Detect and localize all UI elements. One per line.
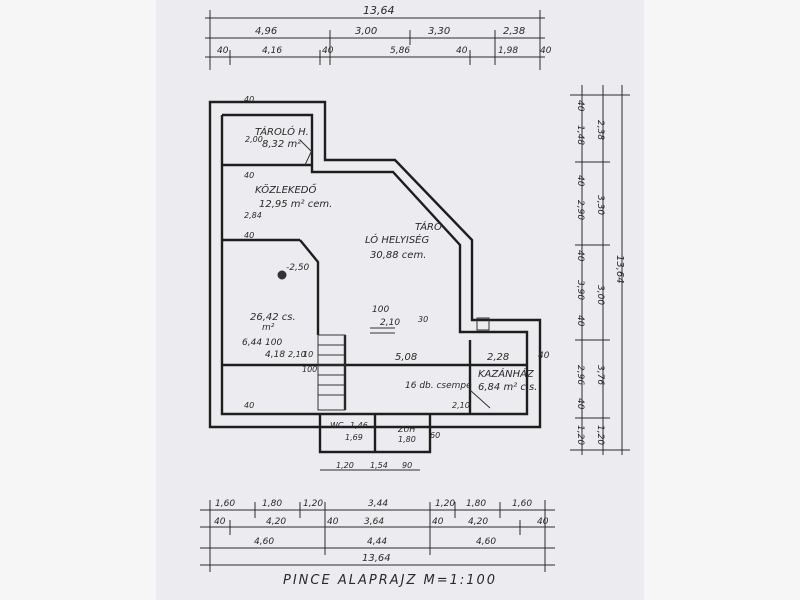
dim-bot-r2-e: 40: [432, 517, 444, 527]
dim-right-c2-d: 3,76: [595, 365, 605, 385]
dim-644: 6,44: [242, 338, 262, 348]
dim-30: 30: [418, 315, 428, 324]
room-kazanhaz-area: 6,84 m² c.s.: [478, 382, 537, 393]
dim-bot-r3-b: 4,44: [367, 537, 387, 547]
dim-40b: 40: [244, 171, 254, 180]
dim-40c: 40: [244, 231, 254, 240]
dim-top-r2-f: 1,98: [498, 46, 518, 56]
dim-90: 90: [402, 461, 412, 470]
dim-40d: 40: [244, 401, 254, 410]
room-kozlekedo-label: KÖZLEKEDŐ: [255, 182, 316, 196]
right-margin: [644, 0, 800, 600]
dim-bot-r2-b: 4,20: [266, 517, 286, 527]
dim-100c: 100: [302, 365, 317, 374]
dim-right-c1-i: 40: [575, 398, 585, 410]
room-big-area: 26,42 cs.: [250, 312, 296, 323]
dim-508: 5,08: [395, 352, 417, 363]
dim-bot-r1-d: 3,44: [368, 499, 388, 509]
dim-40a: 40: [244, 95, 254, 104]
dim-right-c2-a: 2,38: [595, 120, 605, 140]
dim-right-c1-e: 40: [575, 250, 585, 262]
dim-bot-r1-e: 1,20: [435, 499, 455, 509]
dim-180: 1,80: [398, 435, 416, 444]
dim-bot-r2-a: 40: [214, 517, 226, 527]
dim-10: 10: [303, 350, 313, 359]
dim-100b: 100: [265, 338, 282, 348]
paper-sheet: [156, 0, 644, 600]
dim-top-r2-d: 5,86: [390, 46, 410, 56]
dim-right-c1-g: 40: [575, 315, 585, 327]
dim-bot-r1-f: 1,80: [466, 499, 486, 509]
dim-top-total: 13,64: [363, 4, 395, 17]
dim-bot-r3-a: 4,60: [254, 537, 274, 547]
dim-284: 2,84: [244, 211, 262, 220]
dim-right-c2-b: 3,30: [595, 195, 605, 215]
dim-bot-r3-c: 4,60: [476, 537, 496, 547]
dim-210: 2,10: [380, 318, 400, 328]
dim-bot-r2-f: 4,20: [468, 517, 488, 527]
dim-right-c2-e: 1,20: [595, 425, 605, 445]
dim-200: 2,00: [245, 135, 263, 144]
dim-top-r2-e: 40: [456, 46, 468, 56]
dim-top-r2-b: 4,16: [262, 46, 282, 56]
level-mark: -2,50: [286, 263, 310, 273]
dim-154: 1,54: [370, 461, 388, 470]
stair-label: 16 db. csempe: [405, 381, 472, 391]
dim-right-c1-c: 40: [575, 175, 585, 187]
dim-210b: 2,10: [288, 350, 306, 359]
dim-bot-r2-g: 40: [537, 517, 549, 527]
dim-228: 2,28: [487, 352, 509, 363]
dim-146: 1,46: [350, 421, 368, 430]
room-tarolo-area: 8,32 m²: [262, 139, 301, 150]
dim-120: 1,20: [336, 461, 354, 470]
right-dims: 40 1,48 40 2,90 40 3,90 40 2,96 40 1,20 …: [575, 100, 625, 445]
dim-bot-r1-b: 1,80: [262, 499, 282, 509]
dim-418: 4,18: [265, 350, 285, 360]
room-zuh-label: ZUH: [397, 425, 415, 434]
dim-bot-r1-g: 1,60: [512, 499, 532, 509]
dim-top-r2-c: 40: [322, 46, 334, 56]
room-kazanhaz-label: KAZÁNHÁZ: [478, 367, 535, 380]
room-big-area-unit: m²: [262, 323, 275, 333]
dim-bot-r1-c: 1,20: [303, 499, 323, 509]
drawing-title: PINCE ALAPRAJZ M=1:100: [283, 573, 497, 588]
dim-169: 1,69: [345, 433, 363, 442]
dim-top-r2-a: 40: [217, 46, 229, 56]
left-margin: [0, 0, 156, 600]
room-tarolohelyseg-area: 30,88 cem.: [370, 250, 426, 261]
dim-right-c1-h: 2,96: [575, 365, 585, 385]
dim-bot-r1-a: 1,60: [215, 499, 235, 509]
dim-bot-total: 13,64: [362, 553, 391, 564]
dim-top-seg3: 3,30: [428, 26, 450, 37]
dim-right-c1-f: 3,90: [575, 280, 585, 300]
room-tarolohelyseg-label-2: LÓ HELYISÉG: [365, 233, 429, 246]
dim-bot-r2-d: 3,64: [364, 517, 384, 527]
dim-210c: 2,10: [452, 401, 470, 410]
dim-top-seg1: 4,96: [255, 26, 277, 37]
dim-top-seg4: 2,38: [503, 26, 525, 37]
room-tarolohelyseg-label-1: TÁRO-: [415, 220, 446, 233]
dim-060: 60: [430, 431, 440, 440]
dim-top-r2-g: 40: [540, 46, 552, 56]
dim-right-c1-a: 40: [575, 100, 585, 112]
walls: [208, 100, 542, 454]
dim-40r: 40: [538, 351, 550, 361]
dim-top-seg2: 3,00: [355, 26, 377, 37]
room-kozlekedo-area: 12,95 m² cem.: [259, 199, 332, 210]
dim-right-total: 13,64: [614, 255, 625, 284]
dimension-lines: [200, 10, 630, 572]
dim-right-c1-d: 2,90: [575, 200, 585, 220]
dim-right-c1-b: 1,48: [575, 125, 585, 145]
room-wc-label: WC: [330, 421, 344, 430]
room-tarolo-label: TÁROLÓ H.: [255, 125, 309, 138]
dim-right-c1-j: 1,20: [575, 425, 585, 445]
dim-100: 100: [372, 305, 389, 315]
dim-bot-r2-c: 40: [327, 517, 339, 527]
dim-right-c2-c: 3,00: [595, 285, 605, 305]
stair: [277, 139, 491, 411]
